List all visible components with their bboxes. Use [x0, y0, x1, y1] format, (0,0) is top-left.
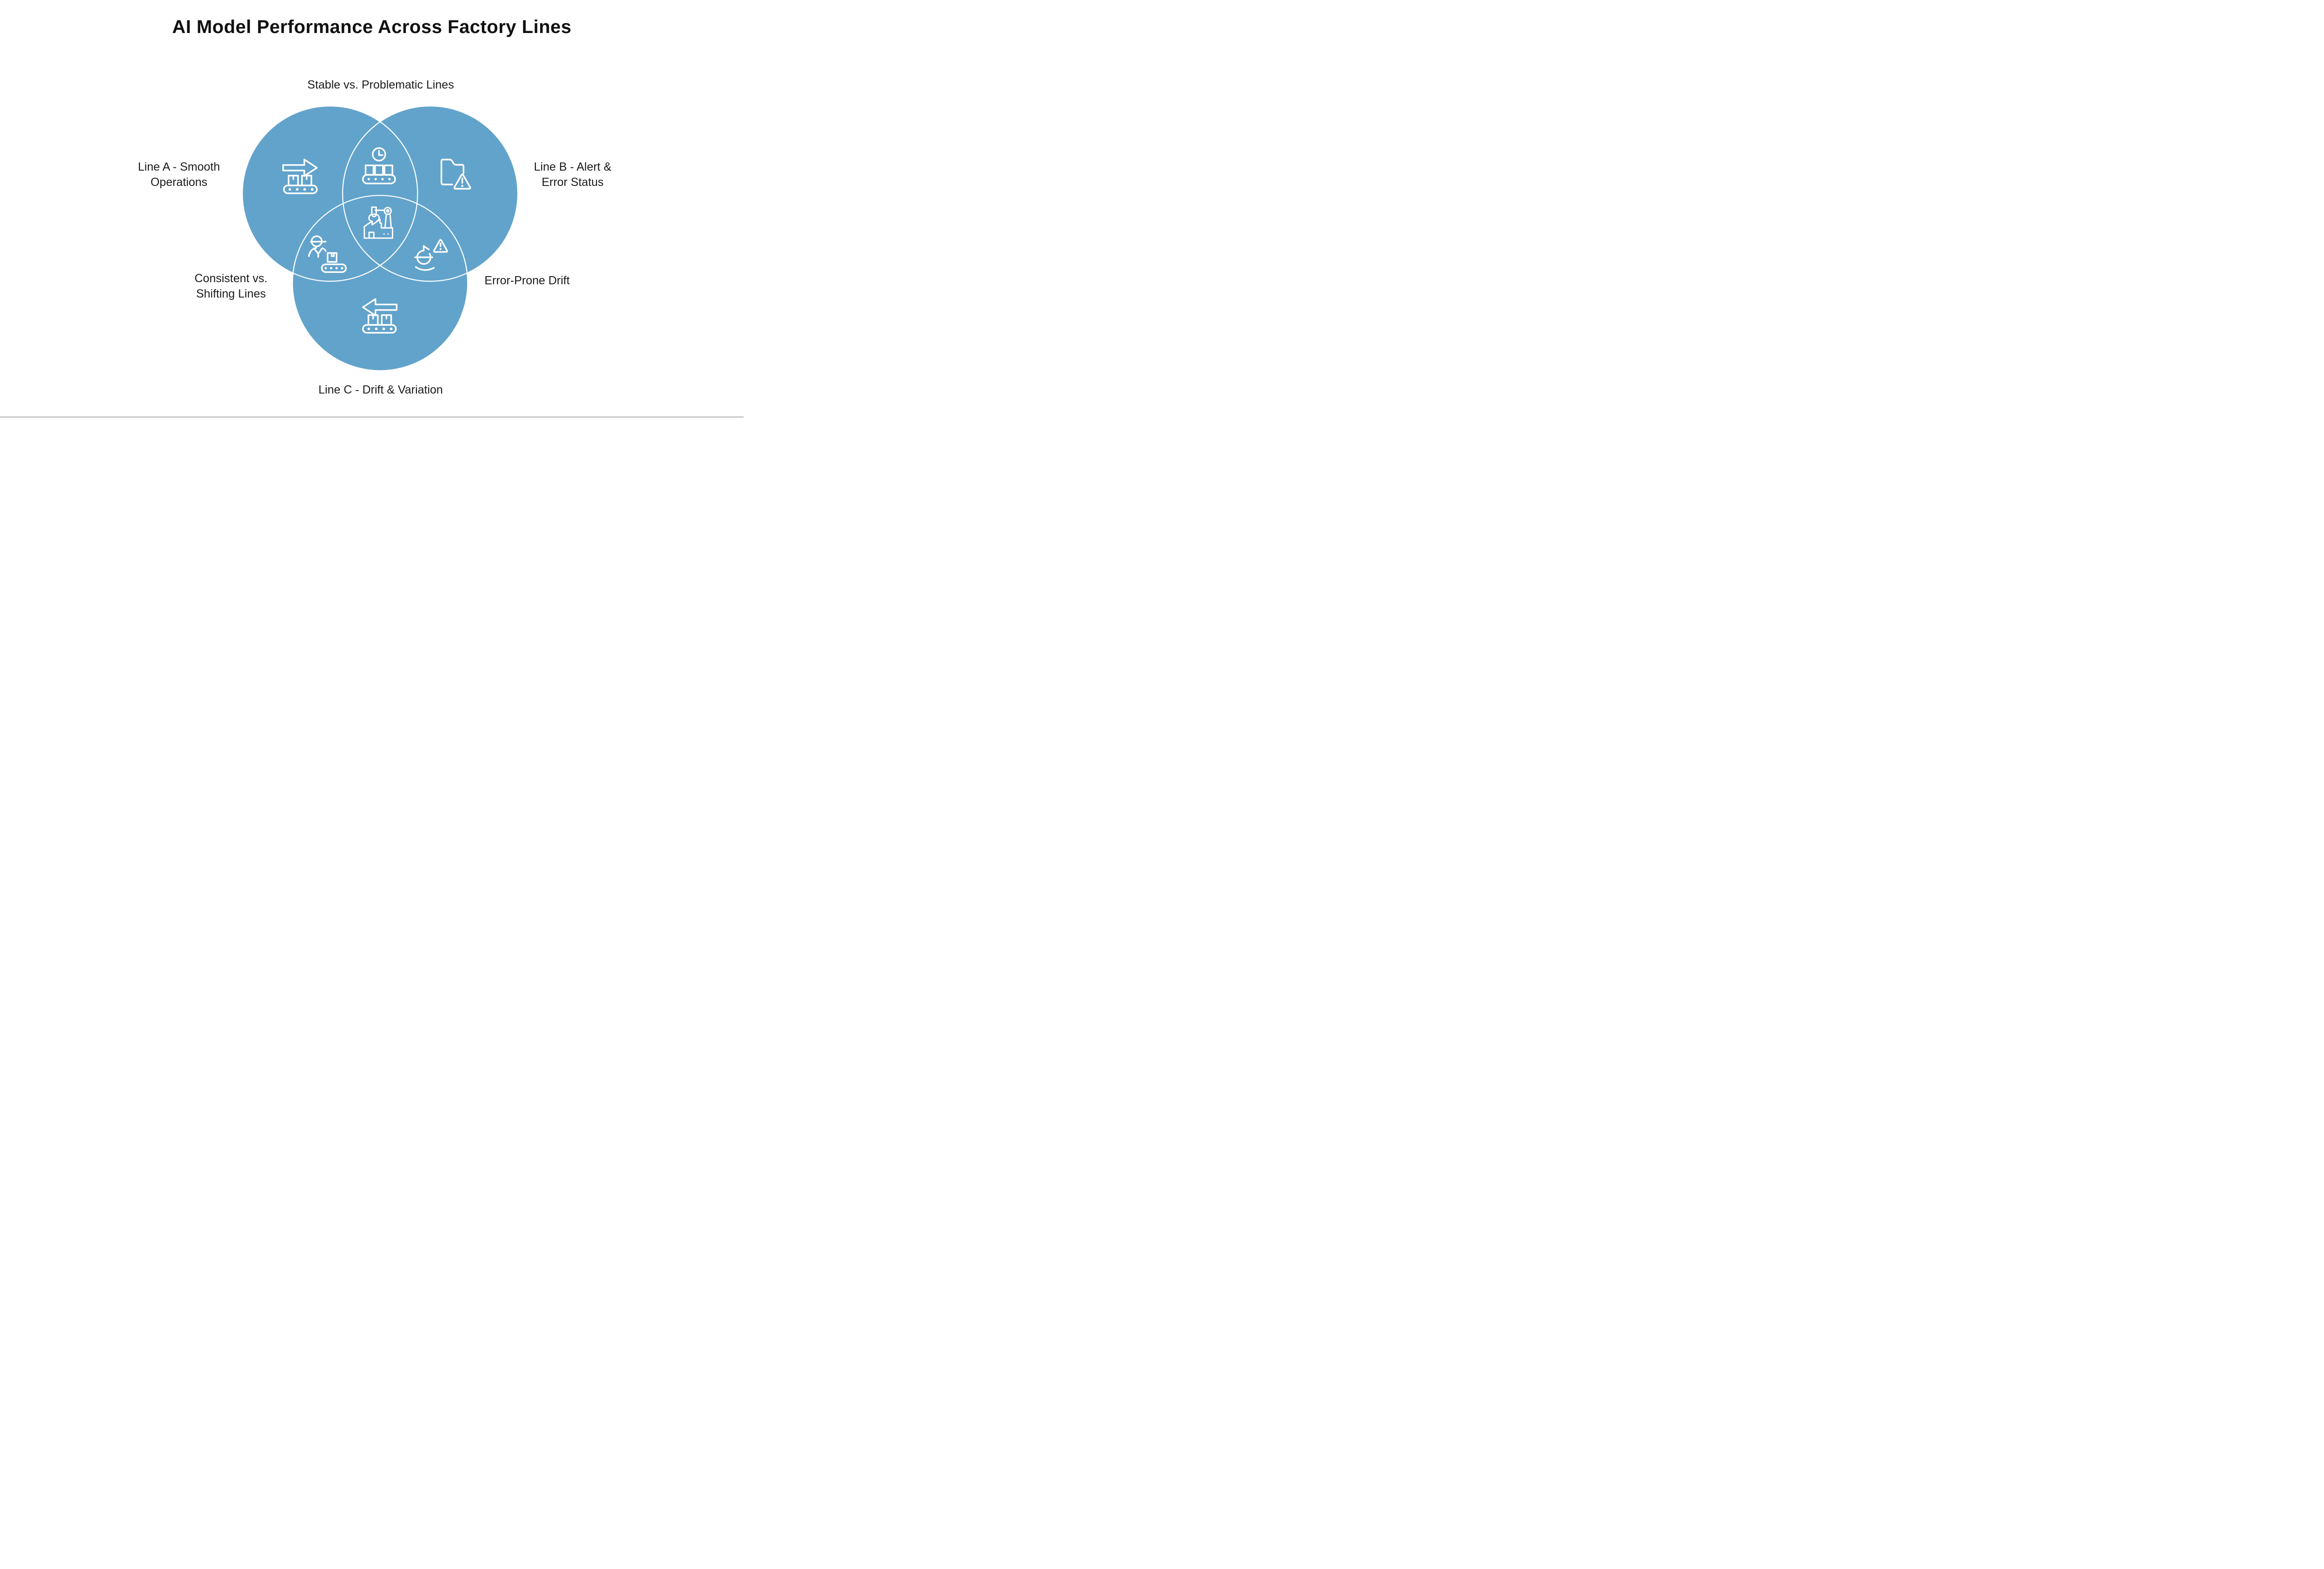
label-ac-overlap: Consistent vs. Shifting Lines — [194, 272, 268, 300]
venn-diagram — [242, 105, 519, 371]
label-ab-overlap: Stable vs. Problematic Lines — [307, 78, 454, 92]
label-circle-a: Line A - Smooth Operations — [138, 160, 220, 189]
folder-warning-icon — [440, 159, 471, 190]
factory-robot-arm-icon — [363, 206, 393, 239]
infographic-canvas: AI Model Performance Across Factory Line… — [0, 0, 744, 418]
page-title: AI Model Performance Across Factory Line… — [172, 17, 572, 37]
worker-conveyor-icon — [308, 235, 347, 273]
circle-c-fill — [292, 195, 468, 371]
circle-b-outline — [342, 105, 519, 282]
circle-a-outline — [242, 105, 418, 282]
label-bc-overlap: Error-Prone Drift — [484, 274, 570, 287]
rotation-warning-icon — [414, 239, 448, 271]
venn-circle-outlines — [242, 105, 519, 371]
arrow-right-conveyor-icon — [282, 159, 318, 194]
clock-conveyor-icon — [362, 147, 396, 185]
circle-c-outline — [292, 195, 469, 371]
arrow-left-conveyor-icon — [362, 298, 398, 334]
label-circle-b: Line B - Alert & Error Status — [534, 160, 612, 189]
label-circle-c: Line C - Drift & Variation — [318, 383, 443, 397]
